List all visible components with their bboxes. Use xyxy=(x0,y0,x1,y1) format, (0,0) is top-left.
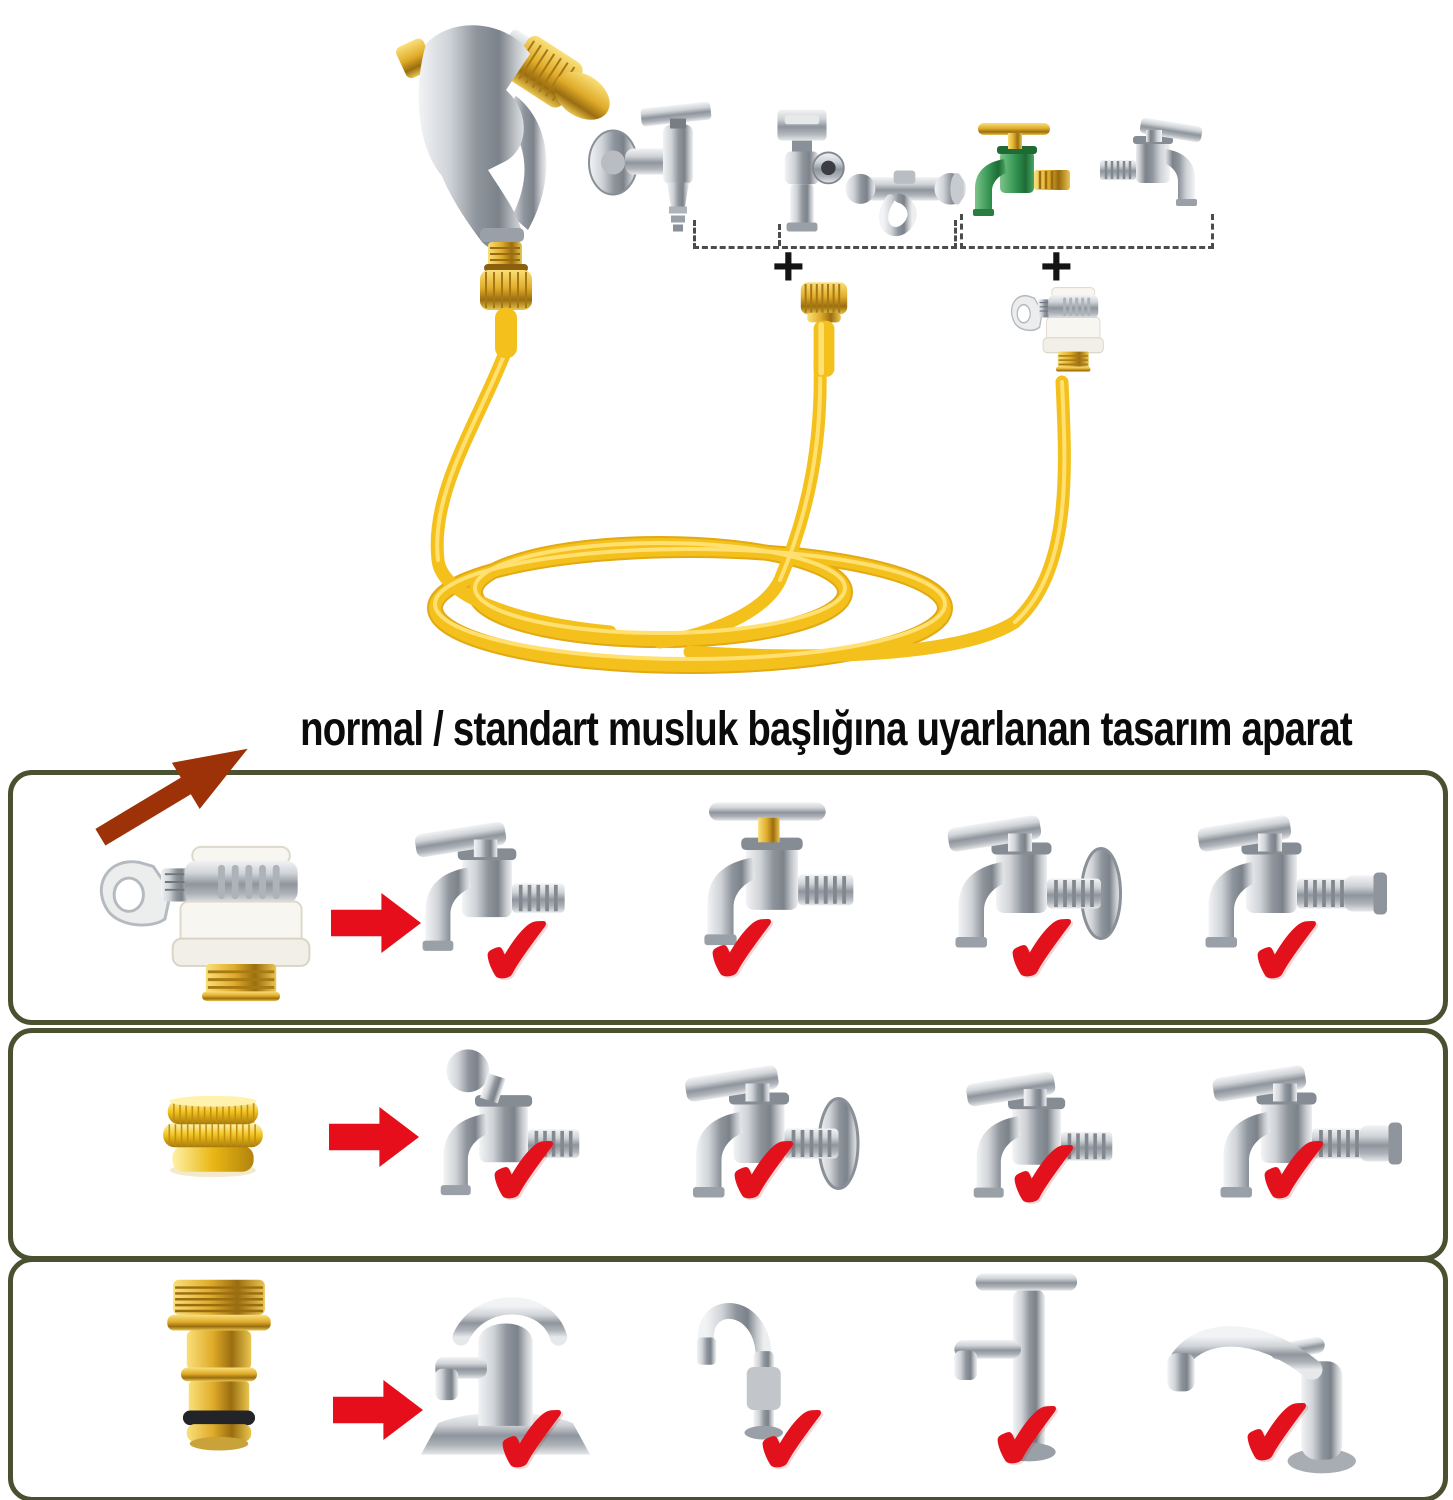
brass-male-connector-image xyxy=(139,1270,299,1470)
check-icon: ✔ xyxy=(1244,896,1332,1008)
check-icon: ✔ xyxy=(1001,1120,1089,1232)
check-icon: ✔ xyxy=(489,1385,577,1497)
compatibility-row-2: ✔ ✔ ✔ ✔ xyxy=(8,1028,1448,1261)
group-right-bracket xyxy=(960,214,1214,249)
check-icon: ✔ xyxy=(721,1116,809,1228)
check-icon: ✔ xyxy=(1234,1378,1322,1490)
compatibility-row-1: ✔ ✔ ✔ ✔ xyxy=(8,770,1448,1025)
check-icon: ✔ xyxy=(999,894,1087,1006)
yellow-hose-coil-image xyxy=(427,338,1071,674)
plus-sign-left: + xyxy=(772,234,805,297)
plus-sign-right: + xyxy=(1040,234,1073,297)
compatibility-row-3: ✔ ✔ ✔ ✔ xyxy=(8,1257,1448,1500)
assembly-illustration: + + xyxy=(0,0,1453,700)
check-icon: ✔ xyxy=(984,1381,1072,1493)
check-icon: ✔ xyxy=(1251,1116,1339,1228)
check-icon: ✔ xyxy=(699,894,787,1006)
brass-ring-adapter-image xyxy=(139,1089,287,1181)
bracket-tick xyxy=(778,224,781,246)
caption-text: normal / standart musluk başlığına uyarl… xyxy=(300,703,1353,756)
check-icon: ✔ xyxy=(474,896,562,1008)
group-left-bracket xyxy=(693,220,957,249)
check-icon: ✔ xyxy=(481,1116,569,1228)
check-icon: ✔ xyxy=(749,1385,837,1497)
